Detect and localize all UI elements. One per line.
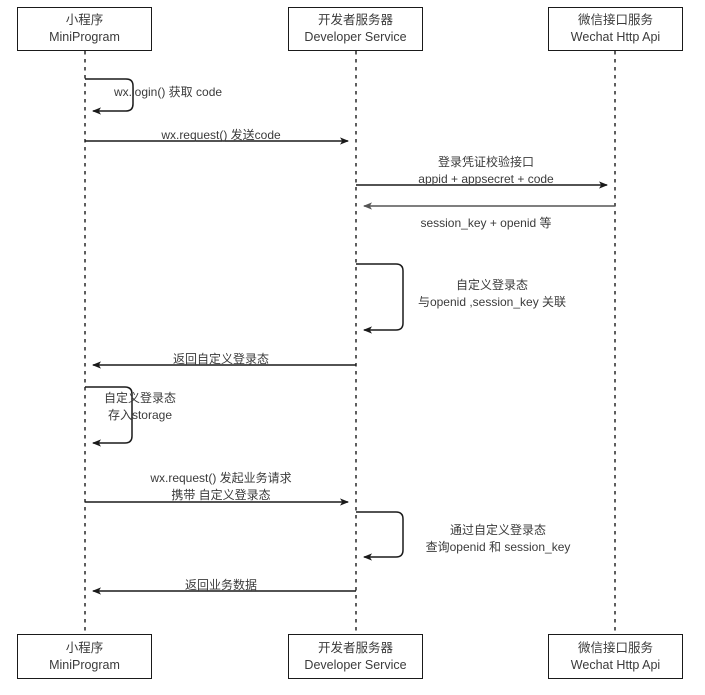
message-label-8-line2: 携带 自定义登录态 [171,488,271,503]
message-label-4-line1: session_key + openid 等 [420,216,552,230]
actor-box-top-miniprogram[interactable]: 小程序 MiniProgram [17,7,152,51]
actor-name-cn: 微信接口服务 [577,640,653,655]
message-label-1-line1: wx.login() 获取 code [114,85,223,99]
actor-box-bottom-wechatapi[interactable]: 微信接口服务 Wechat Http Api [548,634,683,679]
message-label-5: 自定义登录态 与openid ,session_key 关联 [418,277,566,311]
message-label-4: session_key + openid 等 [420,215,551,232]
message-label-2: wx.request() 发送code [161,127,280,144]
actor-name-en: Developer Service [304,30,407,44]
message-label-10-line1: 返回业务数据 [184,578,258,592]
actor-name-cn: 开发者服务器 [317,640,393,655]
message-label-8: wx.request() 发起业务请求 携带 自定义登录态 [150,470,291,504]
message-label-9-line2: 查询openid 和 session_key [425,540,571,555]
message-label-8-line1: wx.request() 发起业务请求 [150,471,292,485]
actor-name-en: Wechat Http Api [570,30,661,44]
message-arrow-1-self-login [85,78,134,115]
message-label-1: wx.login() 获取 code [114,84,222,101]
message-label-3-line1: 登录凭证校验接口 [437,155,534,169]
actor-name-cn: 微信接口服务 [577,13,653,28]
message-label-6-line1: 返回自定义登录态 [172,352,270,366]
message-label-7-line2: 存入storage [107,408,173,423]
message-label-2-line1: wx.request() 发送code [161,128,281,142]
message-label-6: 返回自定义登录态 [173,351,269,368]
message-label-9: 通过自定义登录态 查询openid 和 session_key [426,522,571,556]
message-label-9-line1: 通过自定义登录态 [449,523,546,537]
message-arrow-7-self-store-storage [85,386,133,447]
actor-box-top-wechatapi[interactable]: 微信接口服务 Wechat Http Api [548,7,683,51]
message-label-3: 登录凭证校验接口 appid + appsecret + code [418,154,553,188]
message-label-7-line1: 自定义登录态 [103,391,177,405]
message-label-10: 返回业务数据 [185,577,257,594]
actor-name-en: MiniProgram [49,657,120,672]
actor-box-bottom-developer[interactable]: 开发者服务器 Developer Service [288,634,423,679]
message-label-5-line1: 自定义登录态 [455,278,529,292]
actor-box-top-developer[interactable]: 开发者服务器 Developer Service [288,7,423,51]
actor-name-en: MiniProgram [49,30,120,44]
message-arrow-5-self-custom-login-state [356,263,404,334]
message-label-5-line2: 与openid ,session_key 关联 [417,295,567,310]
actor-name-cn: 小程序 [65,13,104,28]
actor-name-cn: 开发者服务器 [317,13,393,28]
actor-box-bottom-miniprogram[interactable]: 小程序 MiniProgram [17,634,152,679]
message-label-3-line2: appid + appsecret + code [418,172,554,187]
actor-name-cn: 小程序 [65,640,104,655]
message-label-7: 自定义登录态 存入storage [104,390,176,424]
actor-name-en: Wechat Http Api [570,657,661,672]
message-arrow-9-self-query-openid [356,511,404,561]
actor-name-en: Developer Service [304,657,407,672]
